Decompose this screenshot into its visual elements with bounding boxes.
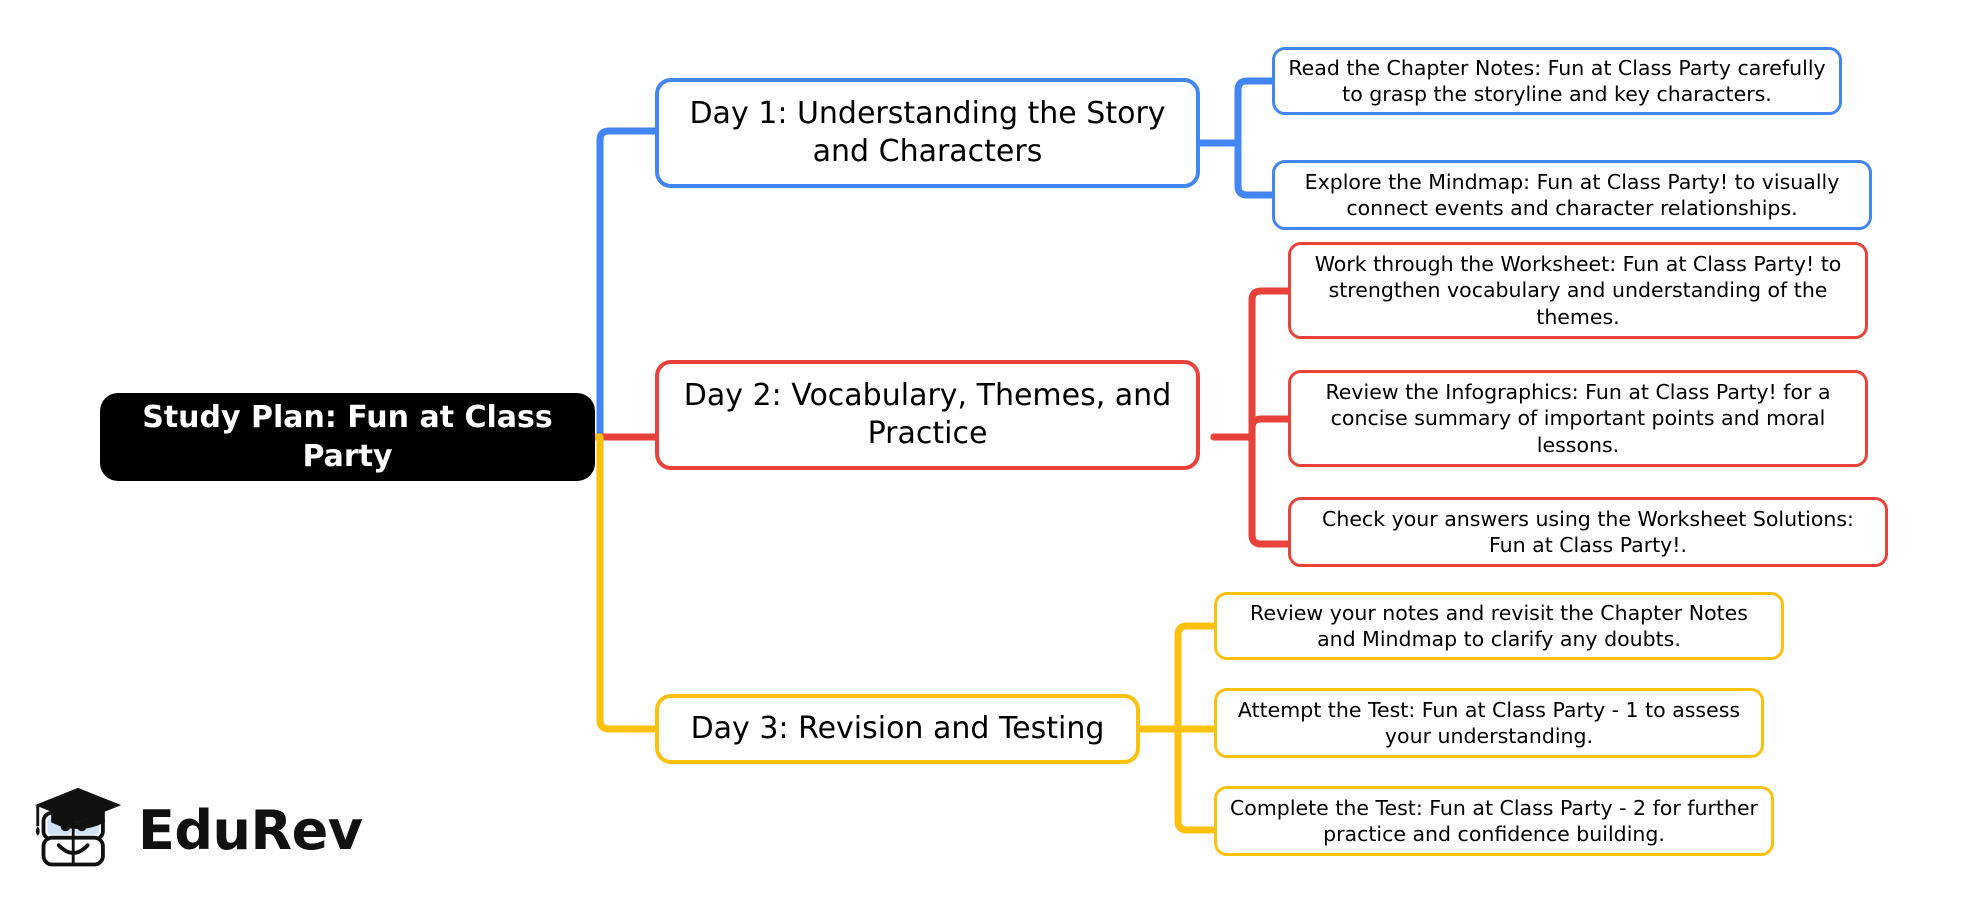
leaf-node-day2-child2-label: Review the Infographics: Fun at Class Pa… bbox=[1325, 380, 1831, 457]
leaf-node-day1-child1-label: Read the Chapter Notes: Fun at Class Par… bbox=[1288, 55, 1826, 106]
root-node[interactable]: Study Plan: Fun at Class Party bbox=[100, 393, 595, 481]
leaf-node-day3-child1[interactable]: Review your notes and revisit the Chapte… bbox=[1214, 592, 1784, 660]
leaf-node-day2-child1[interactable]: Work through the Worksheet: Fun at Class… bbox=[1288, 242, 1868, 339]
edurev-logo-text: EduRev bbox=[138, 798, 363, 862]
branch-node-day1-label: Day 1: Understanding the Story and Chara… bbox=[689, 95, 1166, 169]
leaf-node-day1-child1[interactable]: Read the Chapter Notes: Fun at Class Par… bbox=[1272, 47, 1842, 115]
edurev-logo: EduRev bbox=[30, 775, 363, 885]
branch-node-day3-label: Day 3: Revision and Testing bbox=[690, 710, 1105, 746]
connector-day1-child1 bbox=[1196, 77, 1276, 147]
leaf-node-day3-child3-label: Complete the Test: Fun at Class Party - … bbox=[1229, 795, 1758, 846]
connector-day2-child3 bbox=[1210, 433, 1292, 548]
connector-root-day1 bbox=[596, 127, 659, 441]
leaf-node-day3-child3[interactable]: Complete the Test: Fun at Class Party - … bbox=[1214, 786, 1774, 856]
leaf-node-day2-child3[interactable]: Check your answers using the Worksheet S… bbox=[1288, 497, 1888, 567]
leaf-node-day2-child2[interactable]: Review the Infographics: Fun at Class Pa… bbox=[1288, 370, 1868, 467]
branch-node-day1[interactable]: Day 1: Understanding the Story and Chara… bbox=[655, 78, 1200, 188]
leaf-node-day1-child2[interactable]: Explore the Mindmap: Fun at Class Party!… bbox=[1272, 160, 1872, 230]
branch-node-day2-label: Day 2: Vocabulary, Themes, and Practice bbox=[683, 377, 1172, 451]
leaf-node-day3-child2[interactable]: Attempt the Test: Fun at Class Party - 1… bbox=[1214, 688, 1764, 758]
connector-day3-child1 bbox=[1136, 622, 1218, 733]
branch-node-day2[interactable]: Day 2: Vocabulary, Themes, and Practice bbox=[655, 360, 1200, 470]
connector-day2-child2 bbox=[1210, 415, 1292, 441]
leaf-node-day1-child2-label: Explore the Mindmap: Fun at Class Party!… bbox=[1304, 169, 1840, 220]
graduation-cap-book-mascot-icon bbox=[34, 787, 122, 867]
connector-day3-child3 bbox=[1136, 725, 1218, 834]
leaf-node-day3-child2-label: Attempt the Test: Fun at Class Party - 1… bbox=[1237, 697, 1741, 748]
connector-day1-child2 bbox=[1196, 139, 1276, 199]
leaf-node-day2-child3-label: Check your answers using the Worksheet S… bbox=[1322, 506, 1854, 557]
leaf-node-day3-child1-label: Review your notes and revisit the Chapte… bbox=[1250, 600, 1748, 651]
branch-node-day3[interactable]: Day 3: Revision and Testing bbox=[655, 694, 1140, 764]
connector-root-day3 bbox=[588, 433, 659, 733]
leaf-node-day2-child1-label: Work through the Worksheet: Fun at Class… bbox=[1314, 252, 1842, 329]
connector-day2-child1 bbox=[1210, 287, 1292, 441]
root-node-label: Study Plan: Fun at Class Party bbox=[142, 400, 553, 474]
